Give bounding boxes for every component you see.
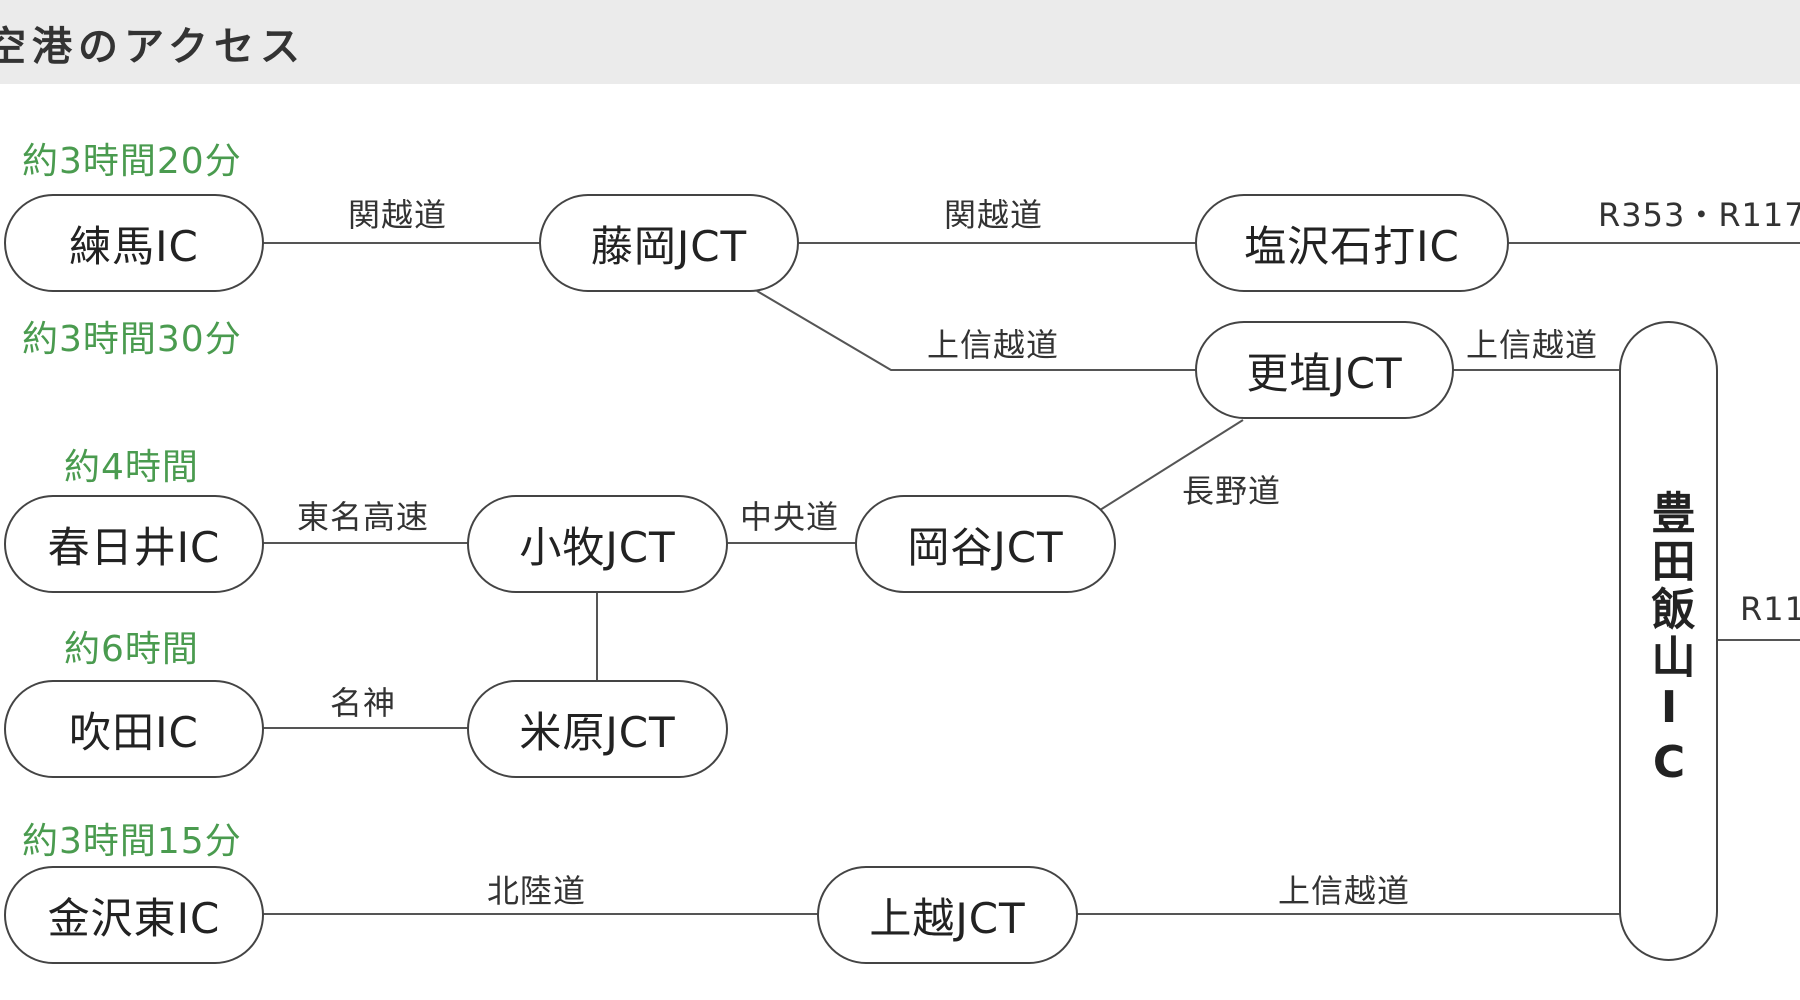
route-label-nagano: 長野道 bbox=[1182, 472, 1282, 510]
route-label-kanetsu-2: 関越道 bbox=[944, 196, 1044, 234]
route-label-chuo: 中央道 bbox=[740, 498, 840, 536]
time-suita: 約6時間 bbox=[64, 629, 199, 670]
node-koshoku-label: 更埴JCT bbox=[1246, 348, 1403, 398]
node-shiozawa-label: 塩沢石打IC bbox=[1244, 221, 1460, 271]
node-nerima-label: 練馬IC bbox=[69, 221, 199, 271]
node-okaya-jct: 岡谷JCT bbox=[855, 495, 1116, 593]
node-shiozawa-ic: 塩沢石打IC bbox=[1195, 194, 1509, 292]
node-suita-ic: 吹田IC bbox=[4, 680, 264, 778]
route-label-tomei: 東名高速 bbox=[297, 498, 430, 536]
line-okaya-koshoku bbox=[1099, 419, 1244, 511]
node-kasugai-ic: 春日井IC bbox=[4, 495, 264, 593]
node-kasugai-label: 春日井IC bbox=[47, 522, 221, 572]
node-nerima-ic: 練馬IC bbox=[4, 194, 264, 292]
route-label-meishin: 名神 bbox=[330, 684, 397, 722]
route-label-joshinetsu-3: 上信越道 bbox=[1278, 872, 1411, 910]
node-maibara-label: 米原JCT bbox=[519, 707, 676, 757]
node-komaki-label: 小牧JCT bbox=[519, 522, 676, 572]
node-koshoku-jct: 更埴JCT bbox=[1195, 321, 1454, 419]
node-komaki-jct: 小牧JCT bbox=[467, 495, 728, 593]
section-header: 空港のアクセス bbox=[0, 0, 1800, 84]
node-suita-label: 吹田IC bbox=[69, 707, 199, 757]
node-kanazawa-ic: 金沢東IC bbox=[4, 866, 264, 964]
time-kanazawa: 約3時間15分 bbox=[22, 821, 242, 862]
route-label-joshinetsu-1: 上信越道 bbox=[927, 326, 1060, 364]
route-label-hokuriku: 北陸道 bbox=[487, 872, 587, 910]
node-joetsu-label: 上越JCT bbox=[869, 893, 1026, 943]
section-title: 空港のアクセス bbox=[0, 24, 306, 70]
route-label-r353: R353・R117 bbox=[1598, 196, 1800, 234]
time-nerima: 約3時間20分 bbox=[22, 141, 242, 182]
line-fujioka-koshoku bbox=[756, 290, 1196, 371]
node-maibara-jct: 米原JCT bbox=[467, 680, 728, 778]
node-fujioka-jct: 藤岡JCT bbox=[539, 194, 799, 292]
node-toyotaiiyama-ic: 豊田飯山IC bbox=[1619, 321, 1718, 961]
node-okaya-label: 岡谷JCT bbox=[907, 522, 1064, 572]
node-toyotaiiyama-label: 豊田飯山IC bbox=[1643, 490, 1695, 792]
node-joetsu-jct: 上越JCT bbox=[817, 866, 1078, 964]
node-fujioka-label: 藤岡JCT bbox=[590, 221, 748, 271]
route-label-kanetsu-1: 関越道 bbox=[348, 196, 448, 234]
time-fujioka: 約3時間30分 bbox=[22, 319, 242, 360]
time-kasugai: 約4時間 bbox=[64, 447, 199, 488]
route-label-joshinetsu-2: 上信越道 bbox=[1466, 326, 1599, 364]
route-label-r11: R11 bbox=[1740, 590, 1800, 628]
node-kanazawa-label: 金沢東IC bbox=[47, 893, 221, 943]
